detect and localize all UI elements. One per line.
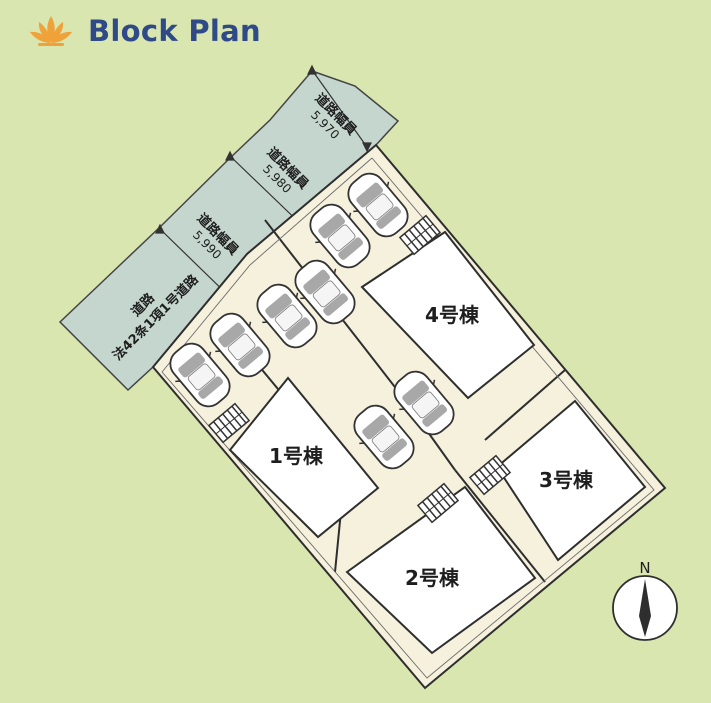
- site-boundary: [151, 143, 667, 690]
- page-title: Block Plan: [88, 14, 261, 48]
- compass-north-label: N: [639, 559, 650, 577]
- compass-icon: N: [612, 559, 678, 641]
- building-label-4: 4号棟: [425, 303, 480, 327]
- road-width-dimension-3: [307, 64, 372, 153]
- building-1: [228, 376, 380, 539]
- building-label-2: 2号棟: [405, 566, 460, 590]
- building-label-3: 3号棟: [539, 468, 594, 492]
- building-3: [495, 399, 647, 562]
- road: [58, 70, 400, 392]
- lotus-icon: [30, 16, 72, 46]
- header: Block Plan: [26, 14, 261, 48]
- building-label-1: 1号棟: [269, 444, 324, 468]
